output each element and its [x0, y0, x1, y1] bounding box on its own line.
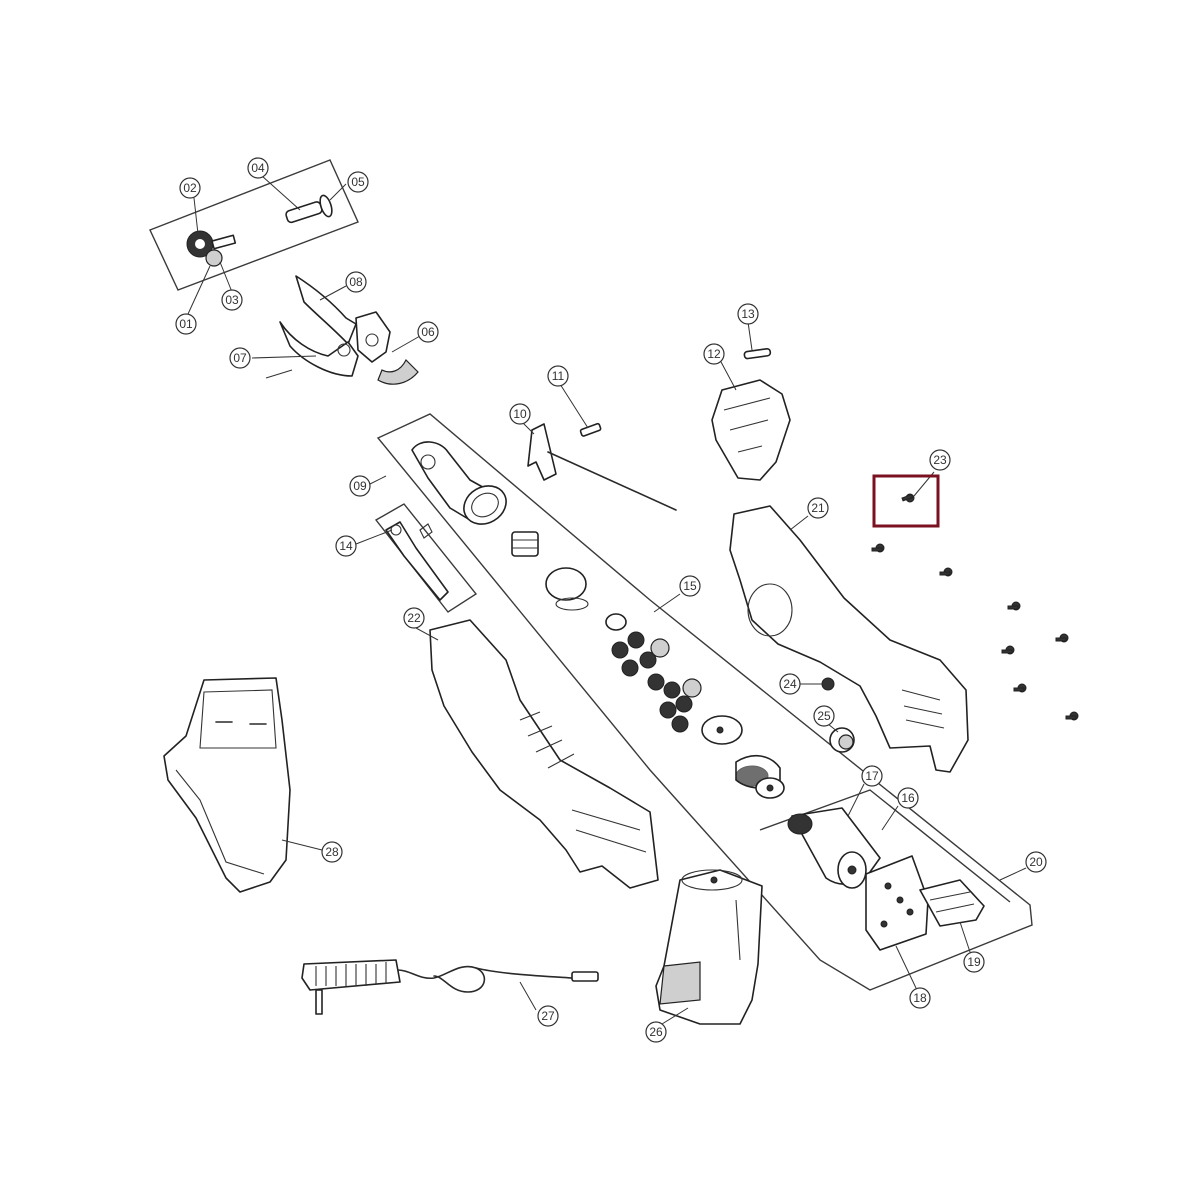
part-group-trigger — [374, 503, 478, 613]
svg-text:21: 21 — [811, 501, 825, 515]
svg-text:18: 18 — [913, 991, 927, 1005]
callout-10: 10 — [509, 403, 531, 425]
callout-16: 16 — [897, 787, 919, 809]
svg-text:28: 28 — [325, 845, 339, 859]
part-28-holster — [163, 677, 291, 893]
part-15-planetary-gears — [611, 631, 702, 733]
leader-lines — [187, 175, 1027, 1025]
callout-18: 18 — [909, 987, 931, 1009]
part-group-cover — [711, 347, 791, 481]
highlight-box-part-23 — [872, 474, 940, 528]
svg-text:20: 20 — [1029, 855, 1043, 869]
callout-15: 15 — [679, 575, 701, 597]
svg-text:27: 27 — [541, 1009, 555, 1023]
part-17-motor — [787, 807, 881, 889]
part-23-screws — [871, 493, 1079, 721]
callout-03: 03 — [221, 289, 243, 311]
svg-text:08: 08 — [349, 275, 363, 289]
svg-text:04: 04 — [251, 161, 265, 175]
callout-20: 20 — [1025, 851, 1047, 873]
svg-text:15: 15 — [683, 579, 697, 593]
part-12-cover — [711, 379, 791, 481]
callout-01: 01 — [175, 313, 197, 335]
callouts: 01 02 03 04 05 06 07 08 09 10 11 12 13 1… — [175, 157, 1047, 1043]
callout-04: 04 — [247, 157, 269, 179]
part-11-pin — [579, 422, 602, 437]
svg-text:05: 05 — [351, 175, 365, 189]
svg-text:26: 26 — [649, 1025, 663, 1039]
part-04-shaft — [285, 201, 323, 224]
part-19-bracket — [919, 879, 985, 927]
svg-text:01: 01 — [179, 317, 193, 331]
callout-22: 22 — [403, 607, 425, 629]
part-26-battery — [655, 869, 763, 1025]
svg-text:24: 24 — [783, 677, 797, 691]
callout-05: 05 — [347, 171, 369, 193]
svg-text:03: 03 — [225, 293, 239, 307]
svg-text:19: 19 — [967, 955, 981, 969]
part-27-charger — [301, 959, 599, 1015]
callout-08: 08 — [345, 271, 367, 293]
callout-06: 06 — [417, 321, 439, 343]
callout-25: 25 — [813, 705, 835, 727]
svg-text:13: 13 — [741, 307, 755, 321]
callout-19: 19 — [963, 951, 985, 973]
svg-text:09: 09 — [353, 479, 367, 493]
svg-text:22: 22 — [407, 611, 421, 625]
part-06-gear-segment — [377, 358, 419, 385]
svg-text:14: 14 — [339, 539, 353, 553]
callout-13: 13 — [737, 303, 759, 325]
callout-09: 09 — [349, 475, 371, 497]
part-14-trigger — [385, 521, 449, 601]
callout-27: 27 — [537, 1005, 559, 1027]
callout-24: 24 — [779, 673, 801, 695]
svg-text:02: 02 — [183, 181, 197, 195]
callout-11: 11 — [547, 365, 569, 387]
part-group-drive-train — [376, 413, 1033, 991]
part-25-cap — [829, 727, 855, 753]
part-18-circuit-board — [865, 855, 929, 951]
callout-23: 23 — [929, 449, 951, 471]
part-10-lock-lever — [527, 423, 557, 481]
svg-text:17: 17 — [865, 769, 879, 783]
svg-text:11: 11 — [552, 369, 565, 383]
svg-text:25: 25 — [817, 709, 831, 723]
part-23-screw-highlighted — [901, 493, 915, 503]
callout-12: 12 — [703, 343, 725, 365]
callout-17: 17 — [861, 765, 883, 787]
callout-07: 07 — [229, 347, 251, 369]
callout-21: 21 — [807, 497, 829, 519]
part-01-bearing — [205, 249, 223, 267]
callout-26: 26 — [645, 1021, 667, 1043]
part-05-washer — [319, 194, 333, 218]
callout-14: 14 — [335, 535, 357, 557]
part-group-lock — [527, 422, 677, 511]
callout-28: 28 — [321, 841, 343, 863]
svg-text:06: 06 — [421, 325, 435, 339]
svg-text:12: 12 — [707, 347, 721, 361]
svg-text:23: 23 — [933, 453, 947, 467]
callout-02: 02 — [179, 177, 201, 199]
part-07-lower-blade — [279, 321, 359, 377]
part-group-blades — [265, 275, 419, 385]
svg-text:10: 10 — [513, 407, 527, 421]
part-22-housing-half — [429, 619, 659, 889]
part-21-housing-half — [729, 505, 969, 773]
part-group-gear — [149, 159, 359, 291]
svg-text:16: 16 — [901, 791, 915, 805]
part-13-bolt — [743, 347, 772, 360]
svg-text:07: 07 — [233, 351, 247, 365]
part-24-nut — [821, 677, 835, 691]
